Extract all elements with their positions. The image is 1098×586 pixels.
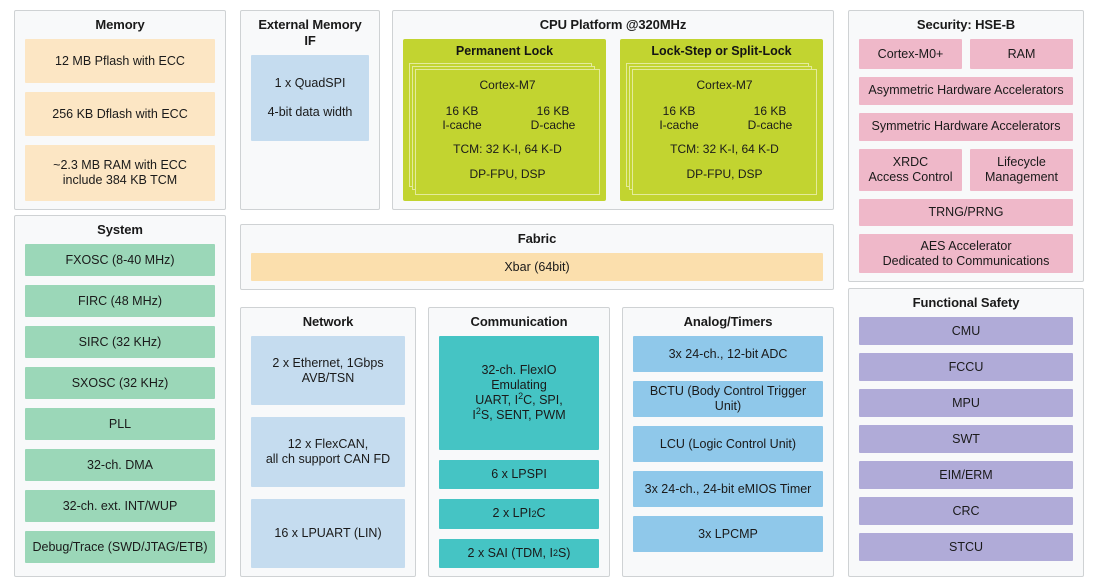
system-block-sirc[interactable]: SIRC (32 KHz): [25, 326, 215, 358]
extmem-block-quadspi[interactable]: 1 x QuadSPI 4-bit data width: [251, 55, 369, 141]
panel-title-external-memory-if: External Memory IF: [258, 17, 362, 48]
panel-security-hse-b: Security: HSE-B Cortex-M0+ RAM Asymmetri…: [848, 10, 1084, 282]
system-block-fxosc[interactable]: FXOSC (8-40 MHz): [25, 244, 215, 276]
security-block-ram[interactable]: RAM: [970, 39, 1073, 69]
cpu-block-fpu-dsp[interactable]: DP-FPU, DSP: [418, 163, 597, 185]
cpu-block-icache[interactable]: 16 KB I-cache: [418, 101, 506, 135]
cpu-core-stack-permanent-lock: Cortex-M7 16 KB I-cache 16 KB D-cache TC…: [409, 63, 600, 195]
panel-title-security: Security: HSE-B: [916, 17, 1016, 32]
superscript-two: 2: [518, 390, 524, 401]
panel-title-memory: Memory: [95, 17, 145, 32]
security-block-lifecycle-management[interactable]: Lifecycle Management: [970, 148, 1073, 191]
panel-title-system: System: [97, 222, 143, 237]
safety-block-cmu[interactable]: CMU: [859, 317, 1073, 345]
analog-block-bctu[interactable]: BCTU (Body Control Trigger Unit): [633, 381, 823, 417]
safety-block-fccu[interactable]: FCCU: [859, 353, 1073, 381]
cpu-core-permanent-lock[interactable]: Permanent Lock Cortex-M7 16 KB I-cache 1…: [403, 39, 606, 201]
memory-block-pflash[interactable]: 12 MB Pflash with ECC: [25, 39, 215, 84]
analog-block-lcu[interactable]: LCU (Logic Control Unit): [633, 426, 823, 462]
panel-title-cpu-platform: CPU Platform @320MHz: [539, 17, 687, 32]
system-block-debug-trace[interactable]: Debug/Trace (SWD/JTAG/ETB): [25, 531, 215, 563]
panel-title-network: Network: [302, 314, 354, 329]
panel-title-fabric: Fabric: [517, 231, 557, 246]
security-block-symmetric-accelerators[interactable]: Symmetric Hardware Accelerators: [859, 112, 1073, 141]
panel-memory: Memory 12 MB Pflash with ECC 256 KB Dfla…: [14, 10, 226, 210]
flexio-line-1: 32-ch. FlexIO: [481, 362, 557, 377]
security-block-asymmetric-accelerators[interactable]: Asymmetric Hardware Accelerators: [859, 77, 1073, 105]
security-block-cortex-m0plus[interactable]: Cortex-M0+: [859, 39, 962, 69]
system-block-sxosc[interactable]: SXOSC (32 KHz): [25, 367, 215, 399]
system-block-dma[interactable]: 32-ch. DMA: [25, 449, 215, 481]
superscript-two: 2: [475, 405, 481, 416]
cpu-cache-row: 16 KB I-cache 16 KB D-cache: [635, 101, 814, 135]
cpu-core-title-lock-step-split-lock: Lock-Step or Split-Lock: [651, 44, 792, 58]
cpu-cores-container: Permanent Lock Cortex-M7 16 KB I-cache 1…: [403, 39, 823, 201]
safety-block-eim-erm[interactable]: EIM/ERM: [859, 461, 1073, 489]
cpu-block-tcm[interactable]: TCM: 32 K-I, 64 K-D: [418, 138, 597, 160]
extmem-line-quadspi: 1 x QuadSPI: [274, 76, 346, 90]
flexio-line-4: I2S, SENT, PWM: [472, 405, 566, 422]
analog-block-adc[interactable]: 3x 24-ch., 12-bit ADC: [633, 336, 823, 372]
cpu-cache-row: 16 KB I-cache 16 KB D-cache: [418, 101, 597, 135]
panel-title-analog-timers: Analog/Timers: [683, 314, 773, 329]
system-block-ext-int-wup[interactable]: 32-ch. ext. INT/WUP: [25, 490, 215, 522]
memory-block-ram[interactable]: ~2.3 MB RAM with ECC include 384 KB TCM: [25, 145, 215, 201]
cpu-core-lock-step-split-lock[interactable]: Lock-Step or Split-Lock Cortex-M7 16 KB …: [620, 39, 823, 201]
panel-cpu-platform: CPU Platform @320MHz Permanent Lock Cort…: [392, 10, 834, 210]
fabric-block-xbar[interactable]: Xbar (64bit): [251, 253, 823, 281]
panel-analog-timers: Analog/Timers 3x 24-ch., 12-bit ADC BCTU…: [622, 307, 834, 577]
extmem-line-datawidth: 4-bit data width: [267, 105, 353, 119]
safety-block-mpu[interactable]: MPU: [859, 389, 1073, 417]
security-row-core-ram: Cortex-M0+ RAM: [859, 39, 1073, 69]
flexio-line-2: Emulating: [491, 377, 547, 392]
panel-fabric: Fabric Xbar (64bit): [240, 224, 834, 290]
analog-block-lpcmp[interactable]: 3x LPCMP: [633, 516, 823, 552]
panel-functional-safety: Functional Safety CMU FCCU MPU SWT EIM/E…: [848, 288, 1084, 577]
safety-block-swt[interactable]: SWT: [859, 425, 1073, 453]
panel-external-memory-if: External Memory IF 1 x QuadSPI 4-bit dat…: [240, 10, 380, 210]
system-block-pll[interactable]: PLL: [25, 408, 215, 440]
safety-block-stcu[interactable]: STCU: [859, 533, 1073, 561]
cpu-core-inner-permanent-lock: Cortex-M7 16 KB I-cache 16 KB D-cache TC…: [418, 72, 597, 192]
security-block-aes-accelerator[interactable]: AES Accelerator Dedicated to Communicati…: [859, 234, 1073, 274]
communication-block-flexio[interactable]: 32-ch. FlexIO Emulating UART, I2C, SPI, …: [439, 336, 599, 450]
panel-title-communication: Communication: [470, 314, 568, 329]
cpu-block-cortex-m7[interactable]: Cortex-M7: [635, 72, 814, 98]
panel-title-functional-safety: Functional Safety: [912, 295, 1020, 310]
cpu-core-stack-lock-step: Cortex-M7 16 KB I-cache 16 KB D-cache TC…: [626, 63, 817, 195]
panel-system: System FXOSC (8-40 MHz) FIRC (48 MHz) SI…: [14, 215, 226, 577]
memory-block-dflash[interactable]: 256 KB Dflash with ECC: [25, 92, 215, 137]
analog-block-emios-timer[interactable]: 3x 24-ch., 24-bit eMIOS Timer: [633, 471, 823, 507]
communication-block-lpspi[interactable]: 6 x LPSPI: [439, 459, 599, 490]
network-block-ethernet[interactable]: 2 x Ethernet, 1Gbps AVB/TSN: [251, 336, 405, 406]
security-row-xrdc-lifecycle: XRDC Access Control Lifecycle Management: [859, 148, 1073, 191]
cpu-block-dcache[interactable]: 16 KB D-cache: [726, 101, 814, 135]
security-block-xrdc-access-control[interactable]: XRDC Access Control: [859, 148, 962, 191]
panel-network: Network 2 x Ethernet, 1Gbps AVB/TSN 12 x…: [240, 307, 416, 577]
cpu-core-title-permanent-lock: Permanent Lock: [455, 44, 554, 58]
cpu-block-dcache[interactable]: 16 KB D-cache: [509, 101, 597, 135]
cpu-core-inner-lock-step: Cortex-M7 16 KB I-cache 16 KB D-cache TC…: [635, 72, 814, 192]
system-block-firc[interactable]: FIRC (48 MHz): [25, 285, 215, 317]
cpu-block-fpu-dsp[interactable]: DP-FPU, DSP: [635, 163, 814, 185]
safety-block-crc[interactable]: CRC: [859, 497, 1073, 525]
cpu-block-tcm[interactable]: TCM: 32 K-I, 64 K-D: [635, 138, 814, 160]
network-block-lpuart[interactable]: 16 x LPUART (LIN): [251, 498, 405, 568]
network-block-flexcan[interactable]: 12 x FlexCAN, all ch support CAN FD: [251, 417, 405, 487]
flexio-line-3: UART, I2C, SPI,: [475, 390, 563, 407]
cpu-block-icache[interactable]: 16 KB I-cache: [635, 101, 723, 135]
panel-communication: Communication 32-ch. FlexIO Emulating UA…: [428, 307, 610, 577]
security-block-trng-prng[interactable]: TRNG/PRNG: [859, 198, 1073, 227]
cpu-block-cortex-m7[interactable]: Cortex-M7: [418, 72, 597, 98]
